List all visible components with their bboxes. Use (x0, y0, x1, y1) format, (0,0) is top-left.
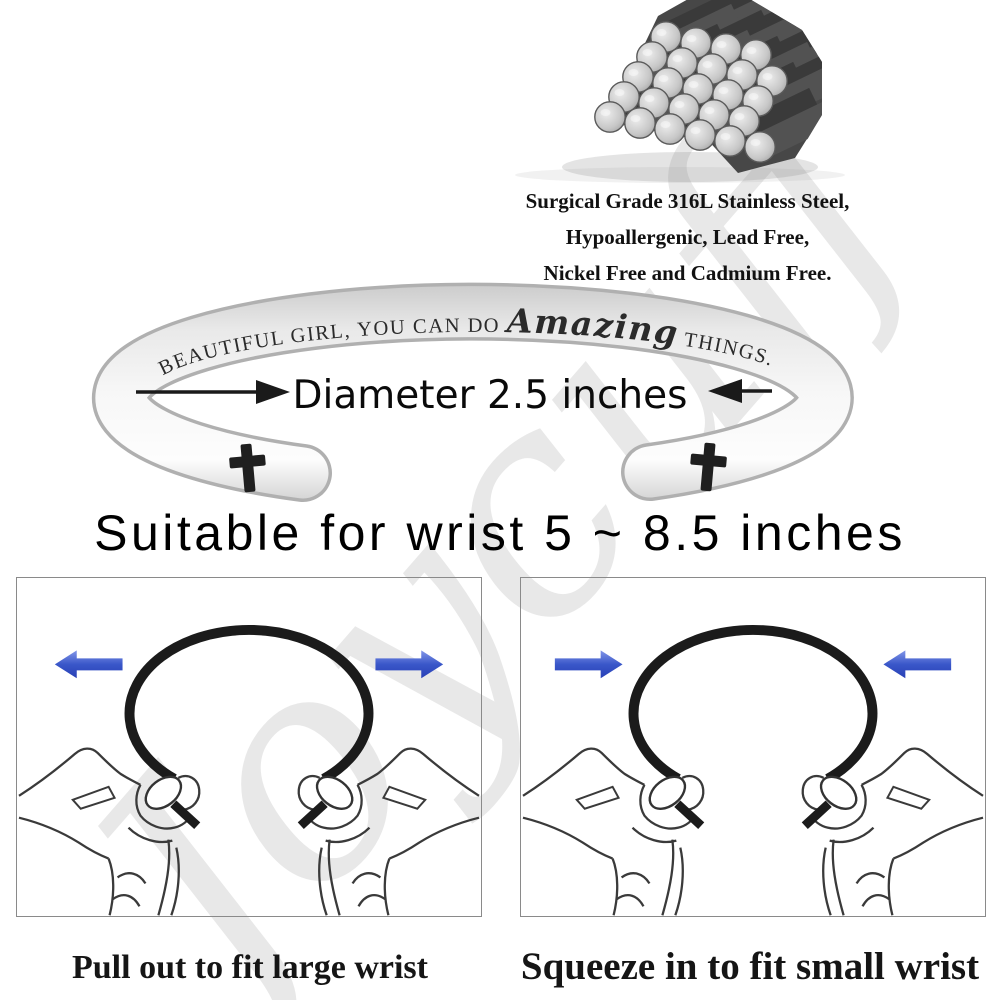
pull-arrow-right-icon (375, 650, 444, 679)
bracelet-ring-drawing (634, 630, 873, 779)
arrowhead-left-icon (708, 379, 742, 403)
cuff-end-left (170, 800, 201, 829)
steel-rods-photo (515, 0, 845, 183)
steel-info-line3: Nickel Free and Cadmium Free. (543, 261, 832, 285)
squeeze-arrow-left-icon (554, 650, 623, 679)
diameter-label: Diameter 2.5 inches (293, 373, 688, 418)
size-headline: Suitable for wrist 5 ~ 8.5 inches (94, 505, 906, 561)
cuff-end-right (801, 800, 832, 829)
squeeze-arrow-right-icon (883, 650, 952, 679)
bracelet-ring-drawing (130, 630, 369, 779)
steel-info: Surgical Grade 316L Stainless Steel, Hyp… (465, 183, 910, 291)
pull-arrow-left-icon (54, 650, 123, 679)
cross-engraving-right (690, 442, 727, 492)
instruction-box-squeeze-in (520, 577, 986, 917)
steel-info-line2: Hypoallergenic, Lead Free, (565, 225, 810, 249)
cuff-end-left (674, 800, 705, 829)
instruction-box-pull-out (16, 577, 482, 917)
cross-engraving-left (229, 443, 266, 493)
diameter-annotation: Diameter 2.5 inches (136, 373, 772, 418)
cuff-end-right (297, 800, 328, 829)
caption-squeeze-in: Squeeze in to fit small wrist (520, 945, 980, 988)
bracelet-photo: BEAUTIFUL GIRL, YOU CAN DO Amazing THING… (91, 282, 854, 502)
steel-info-line1: Surgical Grade 316L Stainless Steel, (525, 189, 850, 213)
rod-faces (594, 21, 788, 163)
caption-pull-out: Pull out to fit large wrist (72, 949, 428, 986)
arrowhead-right-icon (256, 380, 290, 404)
